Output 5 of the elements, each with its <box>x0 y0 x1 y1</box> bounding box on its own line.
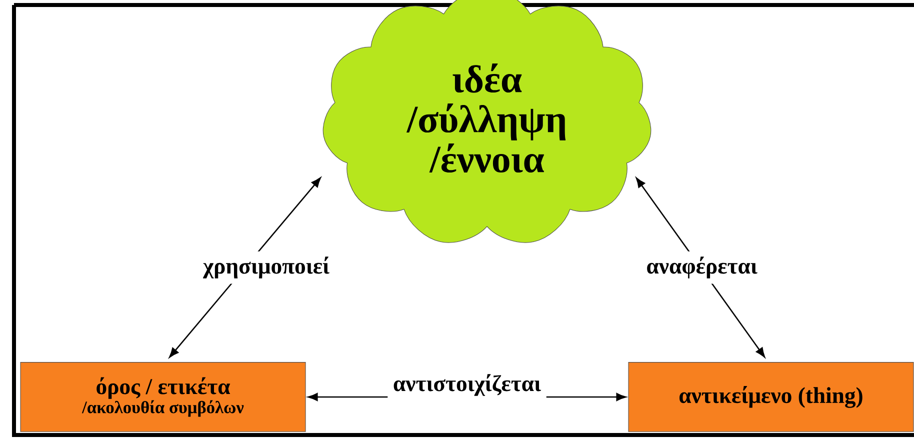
term-box: όρος / ετικέτα /ακολουθία συμβόλων <box>20 362 306 432</box>
thing-box: αντικείμενο (thing) <box>628 362 914 432</box>
edge-label: αντιστοιχίζεται <box>388 368 546 402</box>
edge-label: χρησιμοποιεί <box>198 251 335 284</box>
edge-label: αναφέρεται <box>640 251 763 284</box>
